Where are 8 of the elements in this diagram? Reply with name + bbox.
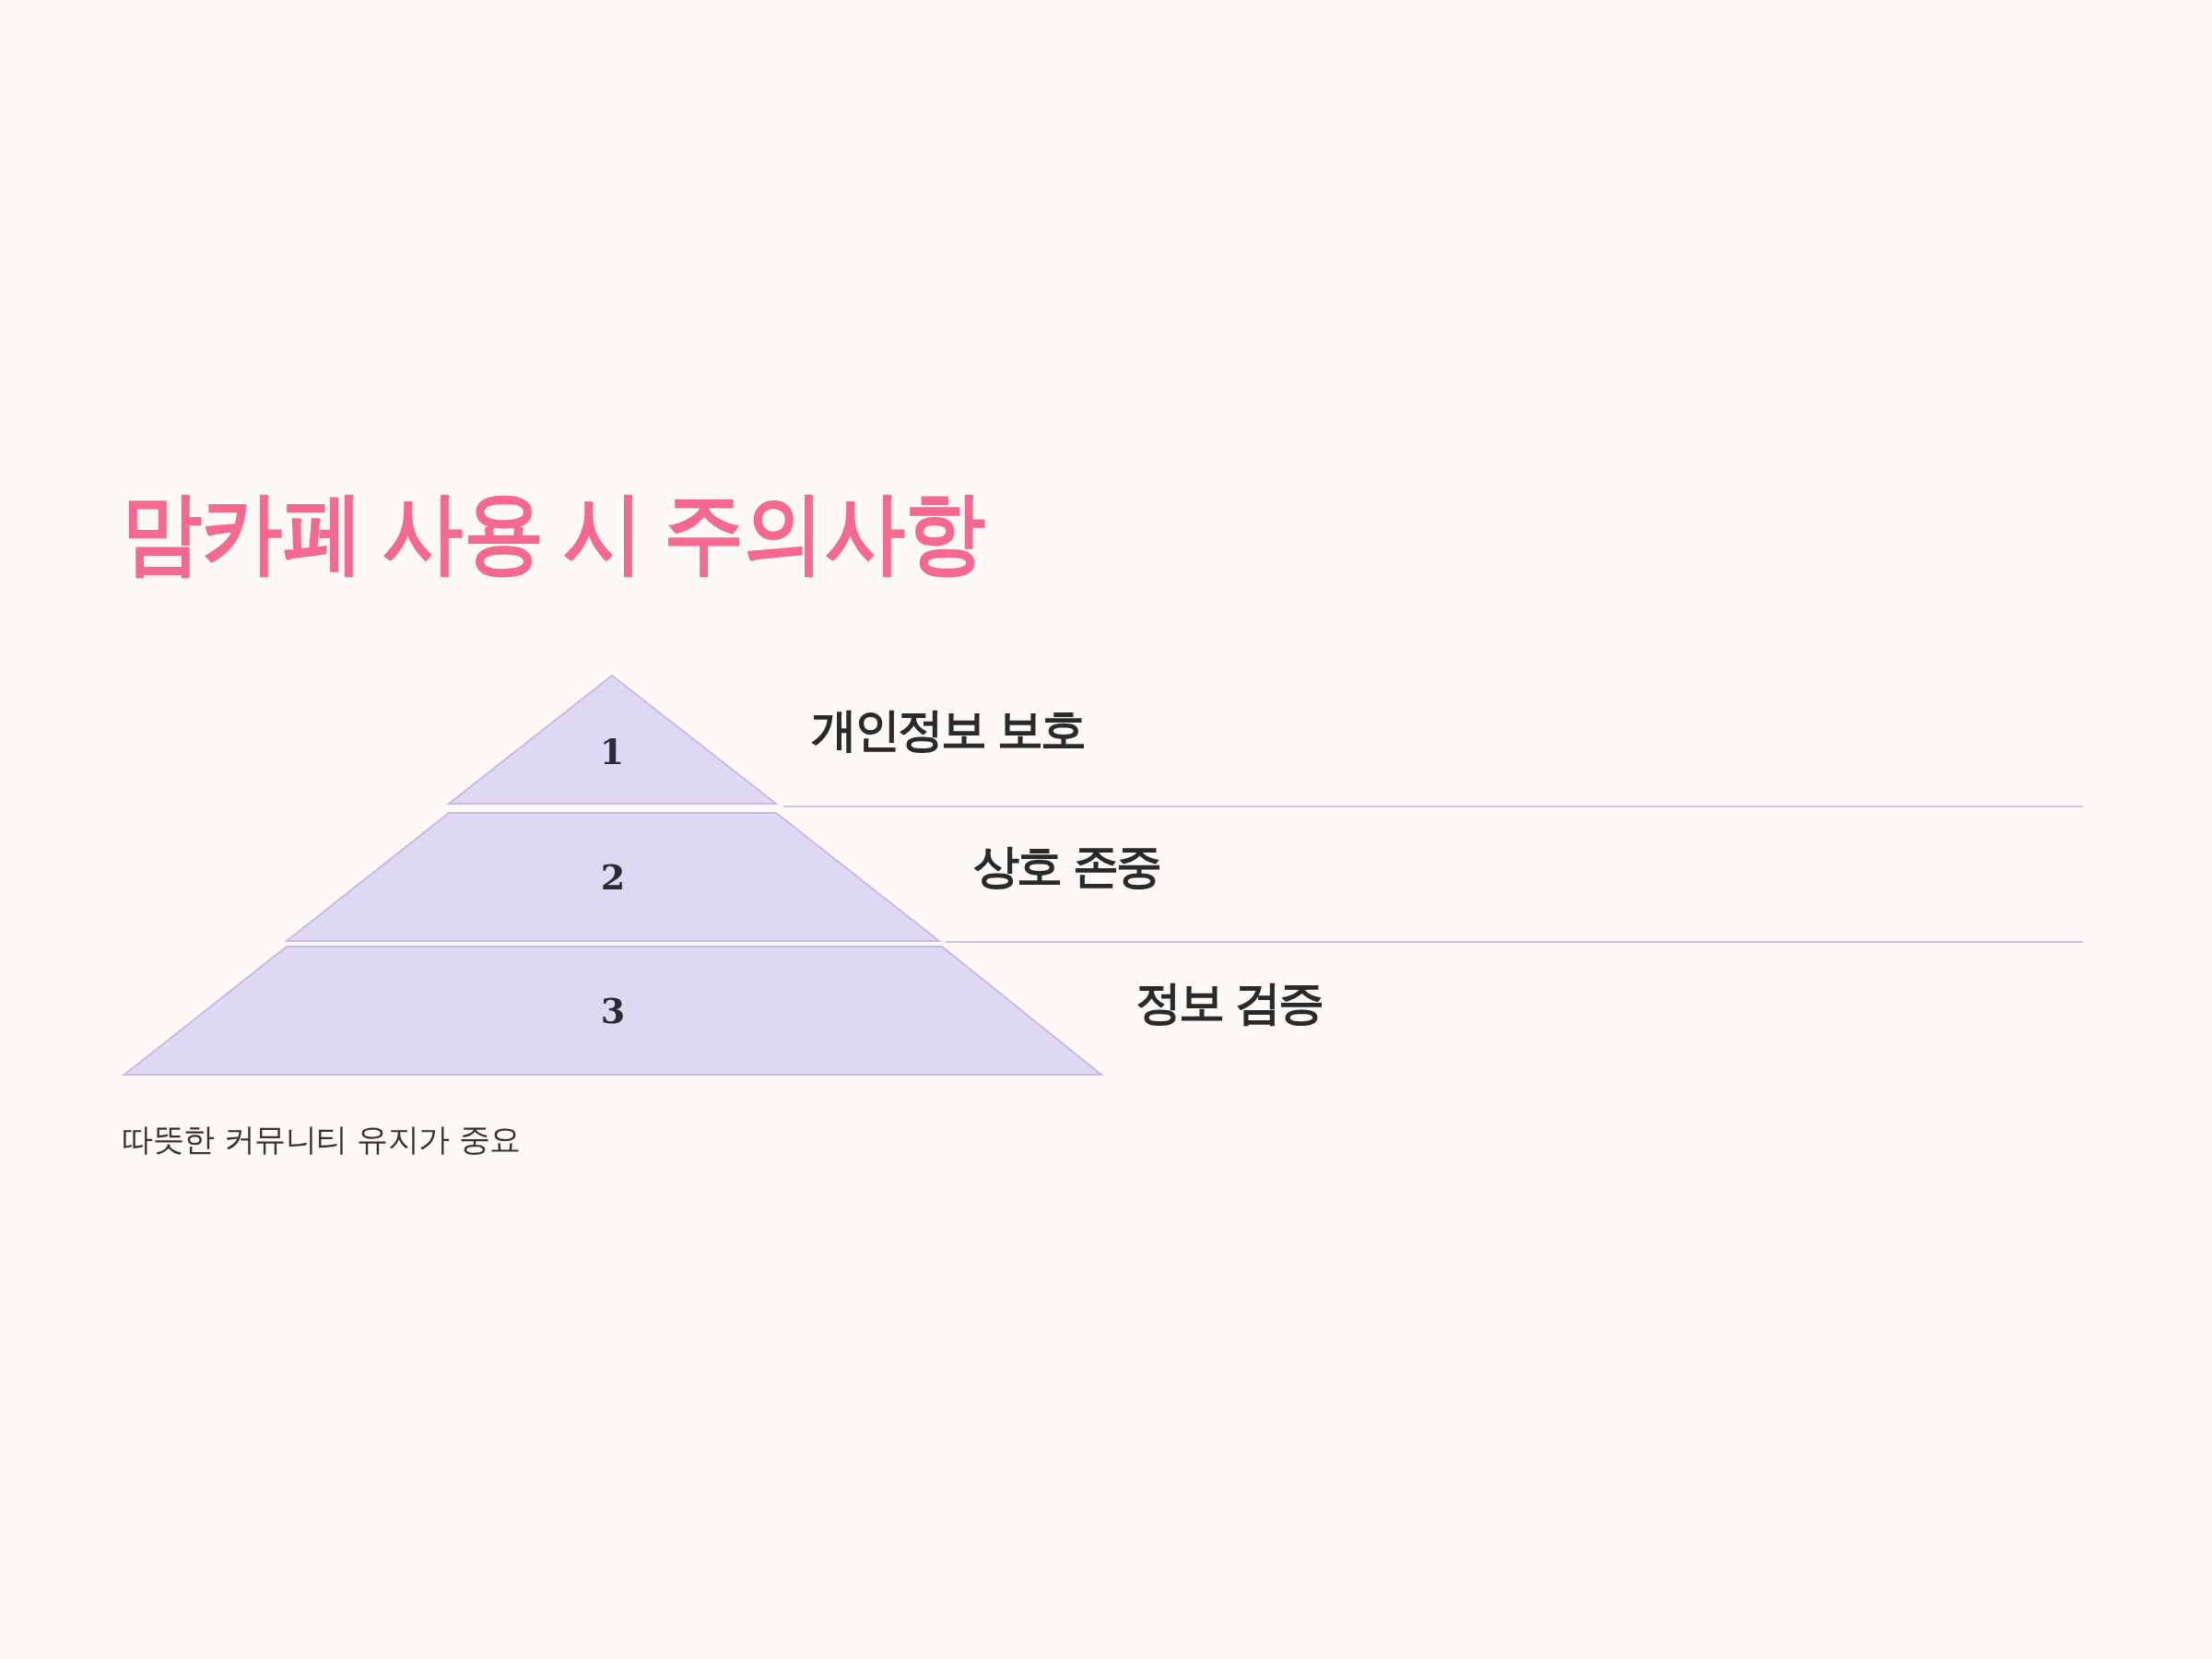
title: 맘카페 사용 시 주의사항 <box>122 479 986 586</box>
tier-number: 1 <box>599 735 625 770</box>
tier-label: 상호 존중 <box>973 841 1161 894</box>
tier-label: 정보 검증 <box>1135 977 1324 1030</box>
tier-number: 3 <box>600 994 626 1029</box>
tier-label: 개인정보 보호 <box>811 704 1086 758</box>
caption: 따뜻한 커뮤니티 유지가 중요 <box>122 1120 522 1159</box>
tier-number: 2 <box>600 860 626 895</box>
